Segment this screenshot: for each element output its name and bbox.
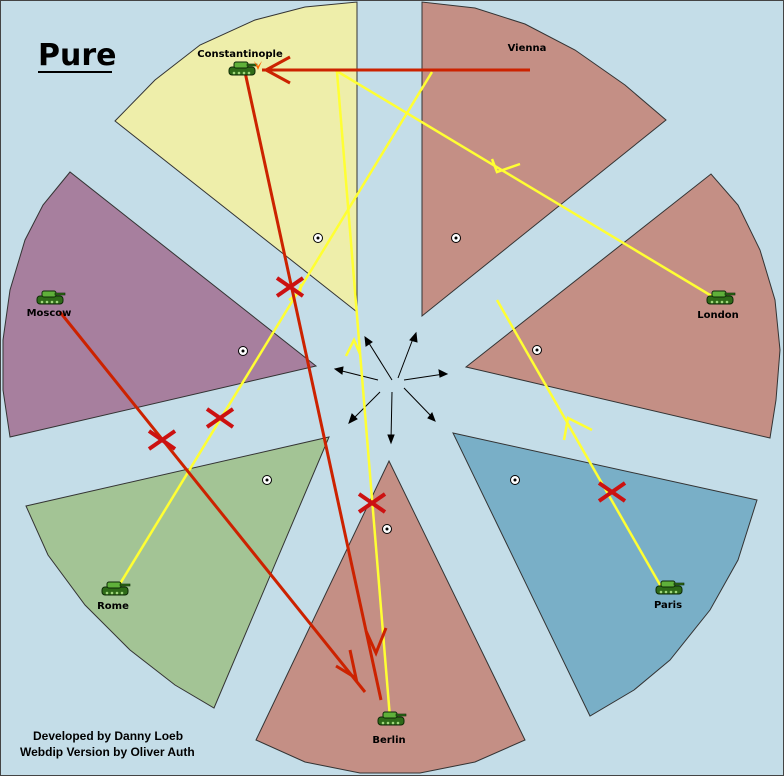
supply-center-icon: [313, 233, 323, 243]
supply-center-icon: [238, 346, 248, 356]
territory-label: Moscow: [27, 308, 72, 319]
territory-label: Berlin: [372, 735, 405, 746]
territory-label: London: [697, 310, 739, 321]
support-orders: [113, 68, 716, 719]
territory-paris[interactable]: [452, 432, 758, 717]
map-title: Pure: [38, 38, 117, 73]
dislodged-marker-icon: [254, 61, 262, 70]
territory-london[interactable]: [464, 173, 781, 439]
supply-center-icon: [262, 475, 272, 485]
supply-center-icon: [382, 524, 392, 534]
territory-label: Rome: [97, 601, 129, 612]
territory-label: Constantinople: [197, 49, 283, 60]
credit-developer: Developed by Danny Loeb: [33, 729, 183, 743]
territory-vienna[interactable]: [421, 1, 667, 318]
territory-rome[interactable]: [25, 436, 330, 709]
territory-label: Paris: [654, 600, 682, 611]
territory-constantinople[interactable]: [114, 1, 358, 314]
territory-label: Vienna: [508, 43, 547, 54]
compass-rose: [333, 331, 449, 445]
supply-center-icon: [451, 233, 461, 243]
territory-moscow[interactable]: [2, 171, 318, 438]
supply-center-icon: [510, 475, 520, 485]
supply-center-icon: [532, 345, 542, 355]
credit-webdip: Webdip Version by Oliver Auth: [20, 745, 195, 759]
territory-berlin[interactable]: [255, 459, 526, 774]
move-orders: [58, 55, 530, 701]
